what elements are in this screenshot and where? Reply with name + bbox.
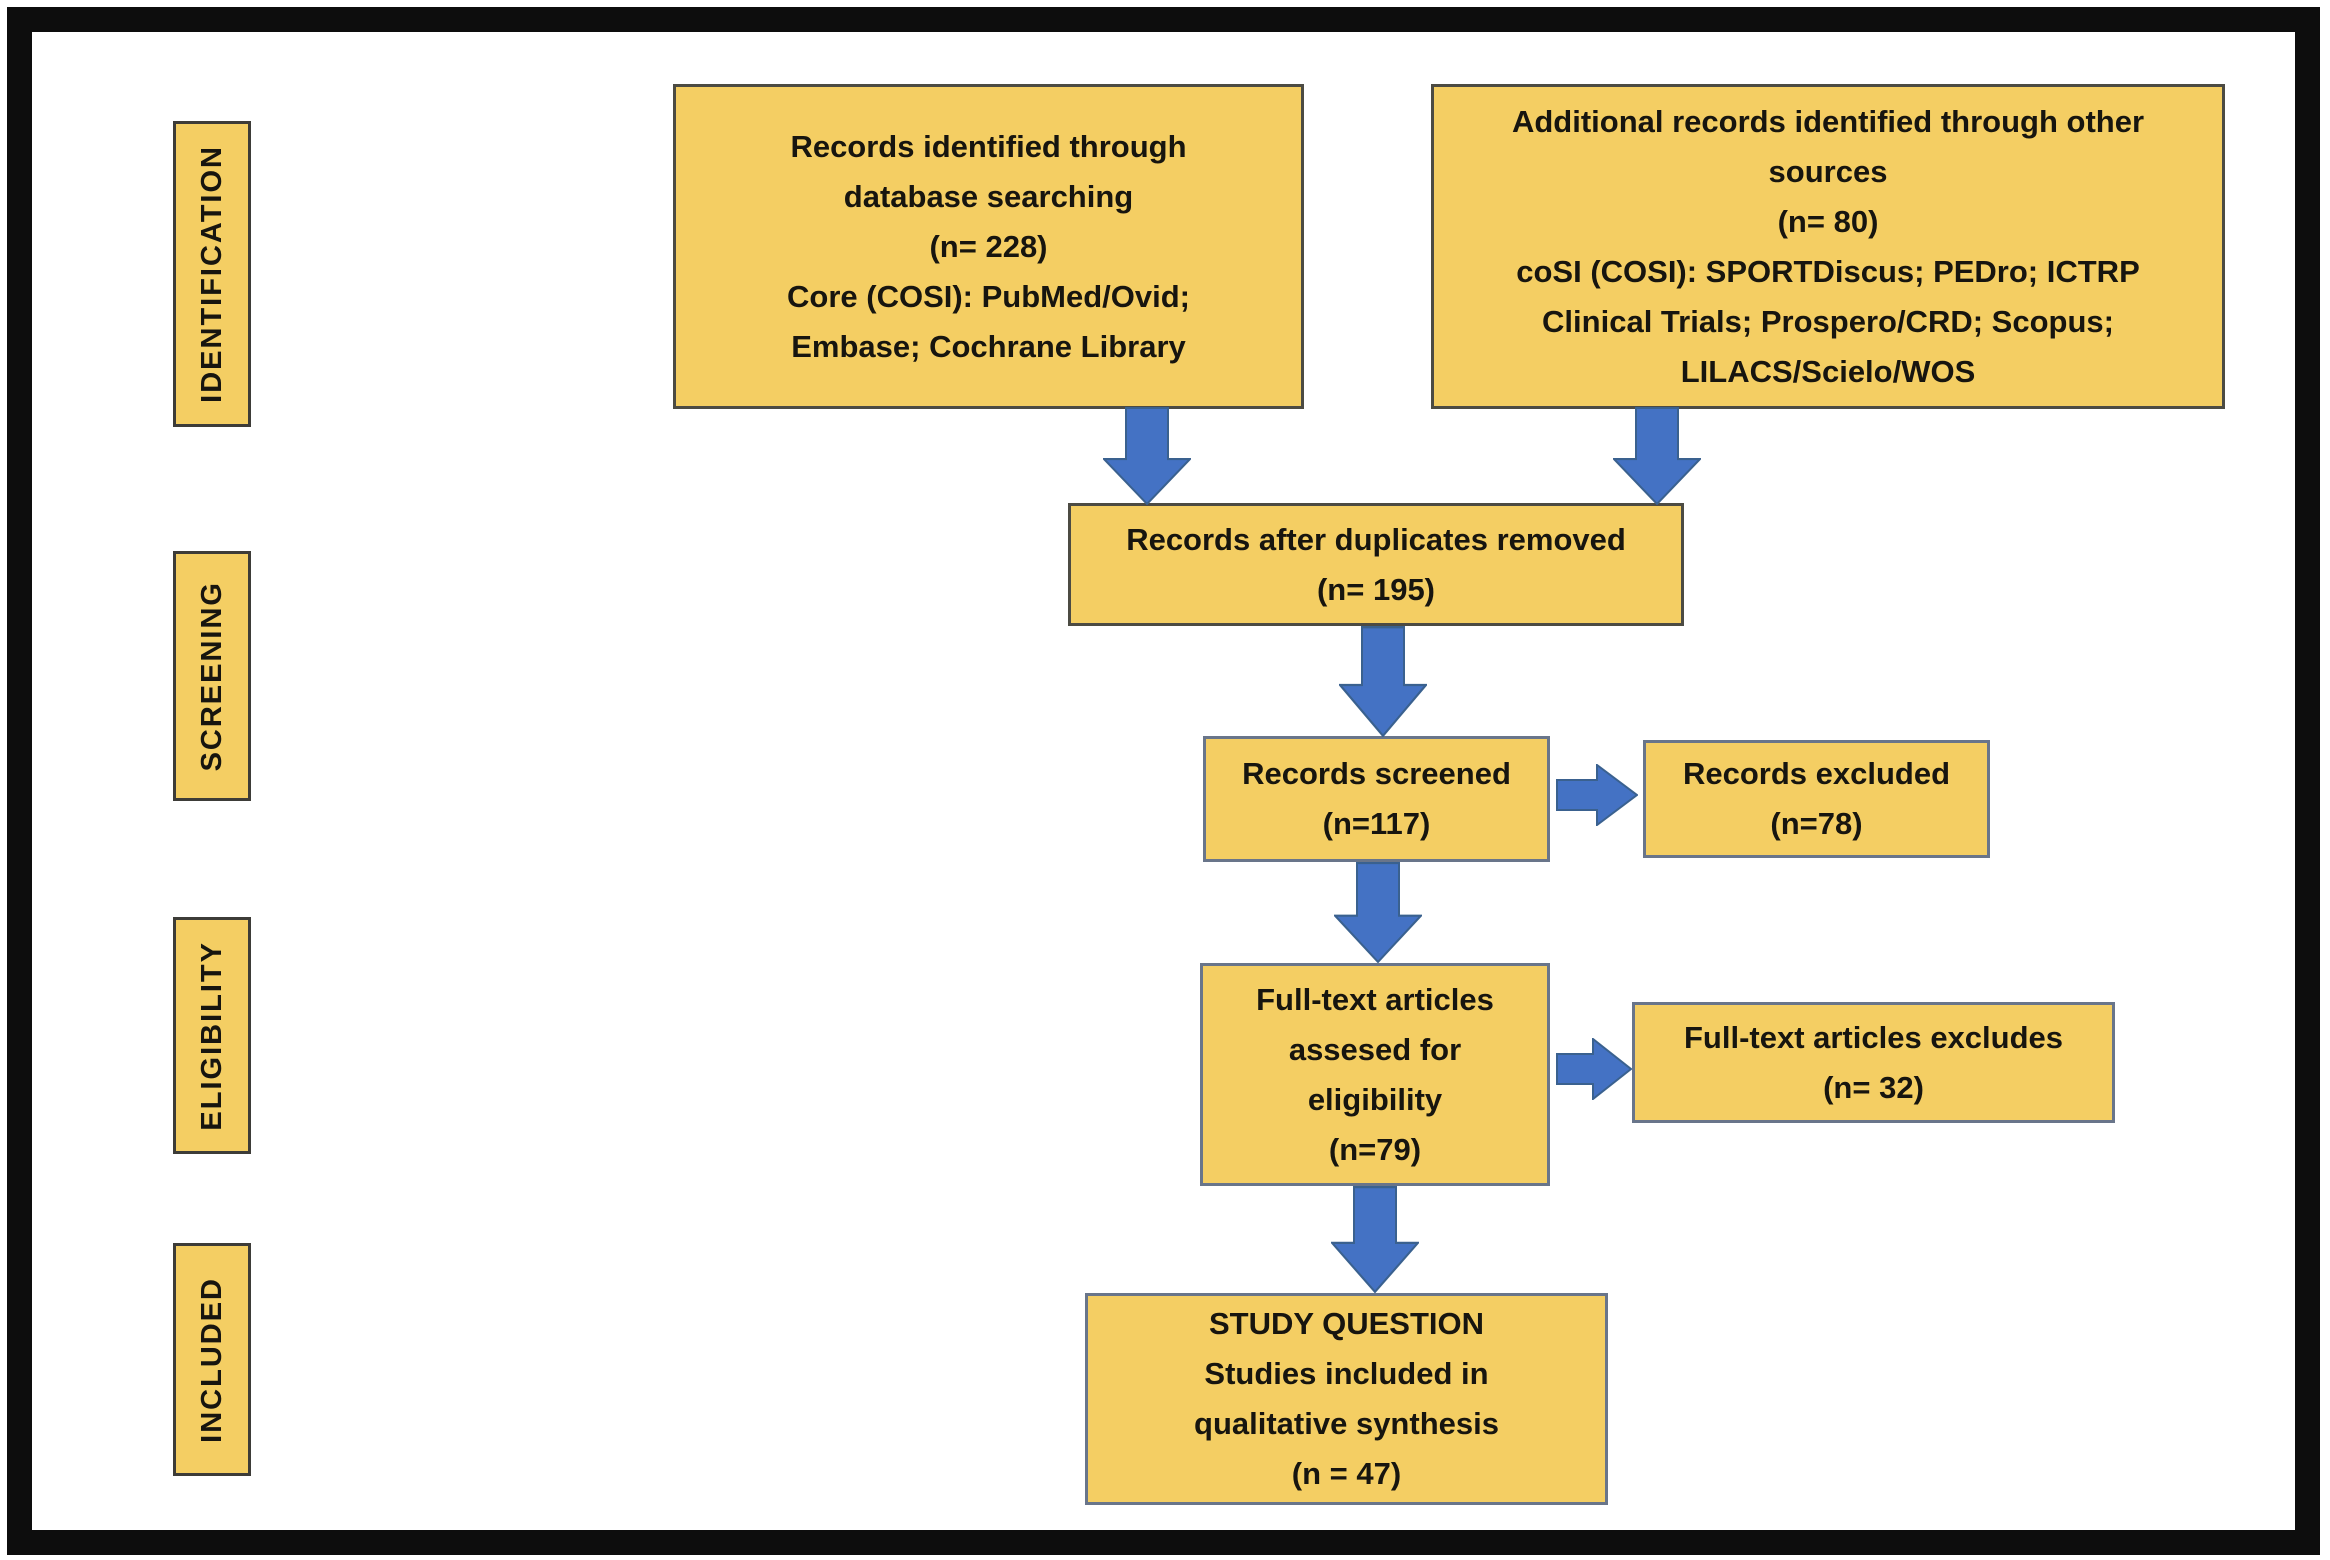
- stage-label-included: INCLUDED: [173, 1243, 251, 1476]
- down-arrow-icon: [1331, 1186, 1419, 1293]
- stage-label-text: IDENTIFICATION: [195, 145, 228, 403]
- right-arrow-icon: [1556, 1038, 1632, 1100]
- box-text-line: Records identified through: [790, 128, 1187, 164]
- stage-label-screening: SCREENING: [173, 551, 251, 801]
- box-text-line: (n= 228): [929, 228, 1048, 264]
- box-text-line: Studies included in: [1204, 1356, 1489, 1391]
- down-arrow-icon: [1613, 407, 1701, 505]
- box-text-line: Records screened: [1242, 756, 1511, 791]
- box-text-line: (n= 195): [1316, 571, 1436, 607]
- box-text-line: (n=78): [1770, 806, 1863, 841]
- box-text-line: Clinical Trials; Prospero/CRD; Scopus;: [1542, 303, 2114, 339]
- stage-label-text: SCREENING: [195, 580, 228, 772]
- down-arrow-icon: [1339, 626, 1427, 737]
- box-text-line: (n=117): [1322, 806, 1431, 841]
- box-text-line: Embase; Cochrane Library: [791, 328, 1186, 364]
- box-duplicates-removed: Records after duplicates removed (n= 195…: [1068, 503, 1684, 626]
- stage-label-text: ELIGIBILITY: [195, 940, 228, 1131]
- box-text-line: eligibility: [1307, 1081, 1443, 1117]
- box-text-line: Full-text articles: [1256, 981, 1494, 1017]
- box-text-line: coSI (COSI): SPORTDiscus; PEDro; ICTRP: [1516, 253, 2140, 289]
- box-text-line: Additional records identified through ot…: [1511, 103, 2145, 139]
- box-fulltext-excluded: Full-text articles excludes (n= 32): [1632, 1002, 2115, 1123]
- box-text-line: LILACS/Scielo/WOS: [1680, 353, 1976, 389]
- box-text-line: (n=79): [1328, 1131, 1422, 1167]
- box-text-line: Records excluded: [1682, 756, 1951, 791]
- stage-label-text: INCLUDED: [195, 1276, 228, 1443]
- stage-label-identification: IDENTIFICATION: [173, 121, 251, 427]
- box-text-line: Full-text articles excludes: [1683, 1019, 2064, 1055]
- outer-border: [7, 7, 2320, 1555]
- box-text-line: Records after duplicates removed: [1126, 521, 1626, 557]
- box-text-line: STUDY QUESTION: [1208, 1306, 1485, 1341]
- box-included-studies: STUDY QUESTION Studies included in quali…: [1085, 1293, 1608, 1505]
- down-arrow-icon: [1334, 862, 1422, 963]
- box-text-line: (n= 32): [1823, 1069, 1924, 1105]
- box-records-identified: Records identified through database sear…: [673, 84, 1304, 409]
- box-records-screened: Records screened (n=117): [1203, 736, 1550, 862]
- box-text-line: qualitative synthesis: [1194, 1406, 1499, 1441]
- box-text-line: (n = 47): [1291, 1456, 1402, 1491]
- box-records-excluded: Records excluded (n=78): [1643, 740, 1990, 858]
- down-arrow-icon: [1103, 407, 1191, 505]
- box-text-line: assesed for: [1288, 1031, 1462, 1067]
- box-text-line: Core (COSI): PubMed/Ovid;: [787, 278, 1190, 314]
- box-text-line: database searching: [843, 178, 1134, 214]
- box-fulltext-assessed: Full-text articles assesed for eligibili…: [1200, 963, 1550, 1186]
- stage-label-eligibility: ELIGIBILITY: [173, 917, 251, 1154]
- box-text-line: sources: [1768, 153, 1888, 189]
- right-arrow-icon: [1556, 764, 1638, 826]
- box-text-line: (n= 80): [1777, 203, 1879, 239]
- box-additional-records: Additional records identified through ot…: [1431, 84, 2225, 409]
